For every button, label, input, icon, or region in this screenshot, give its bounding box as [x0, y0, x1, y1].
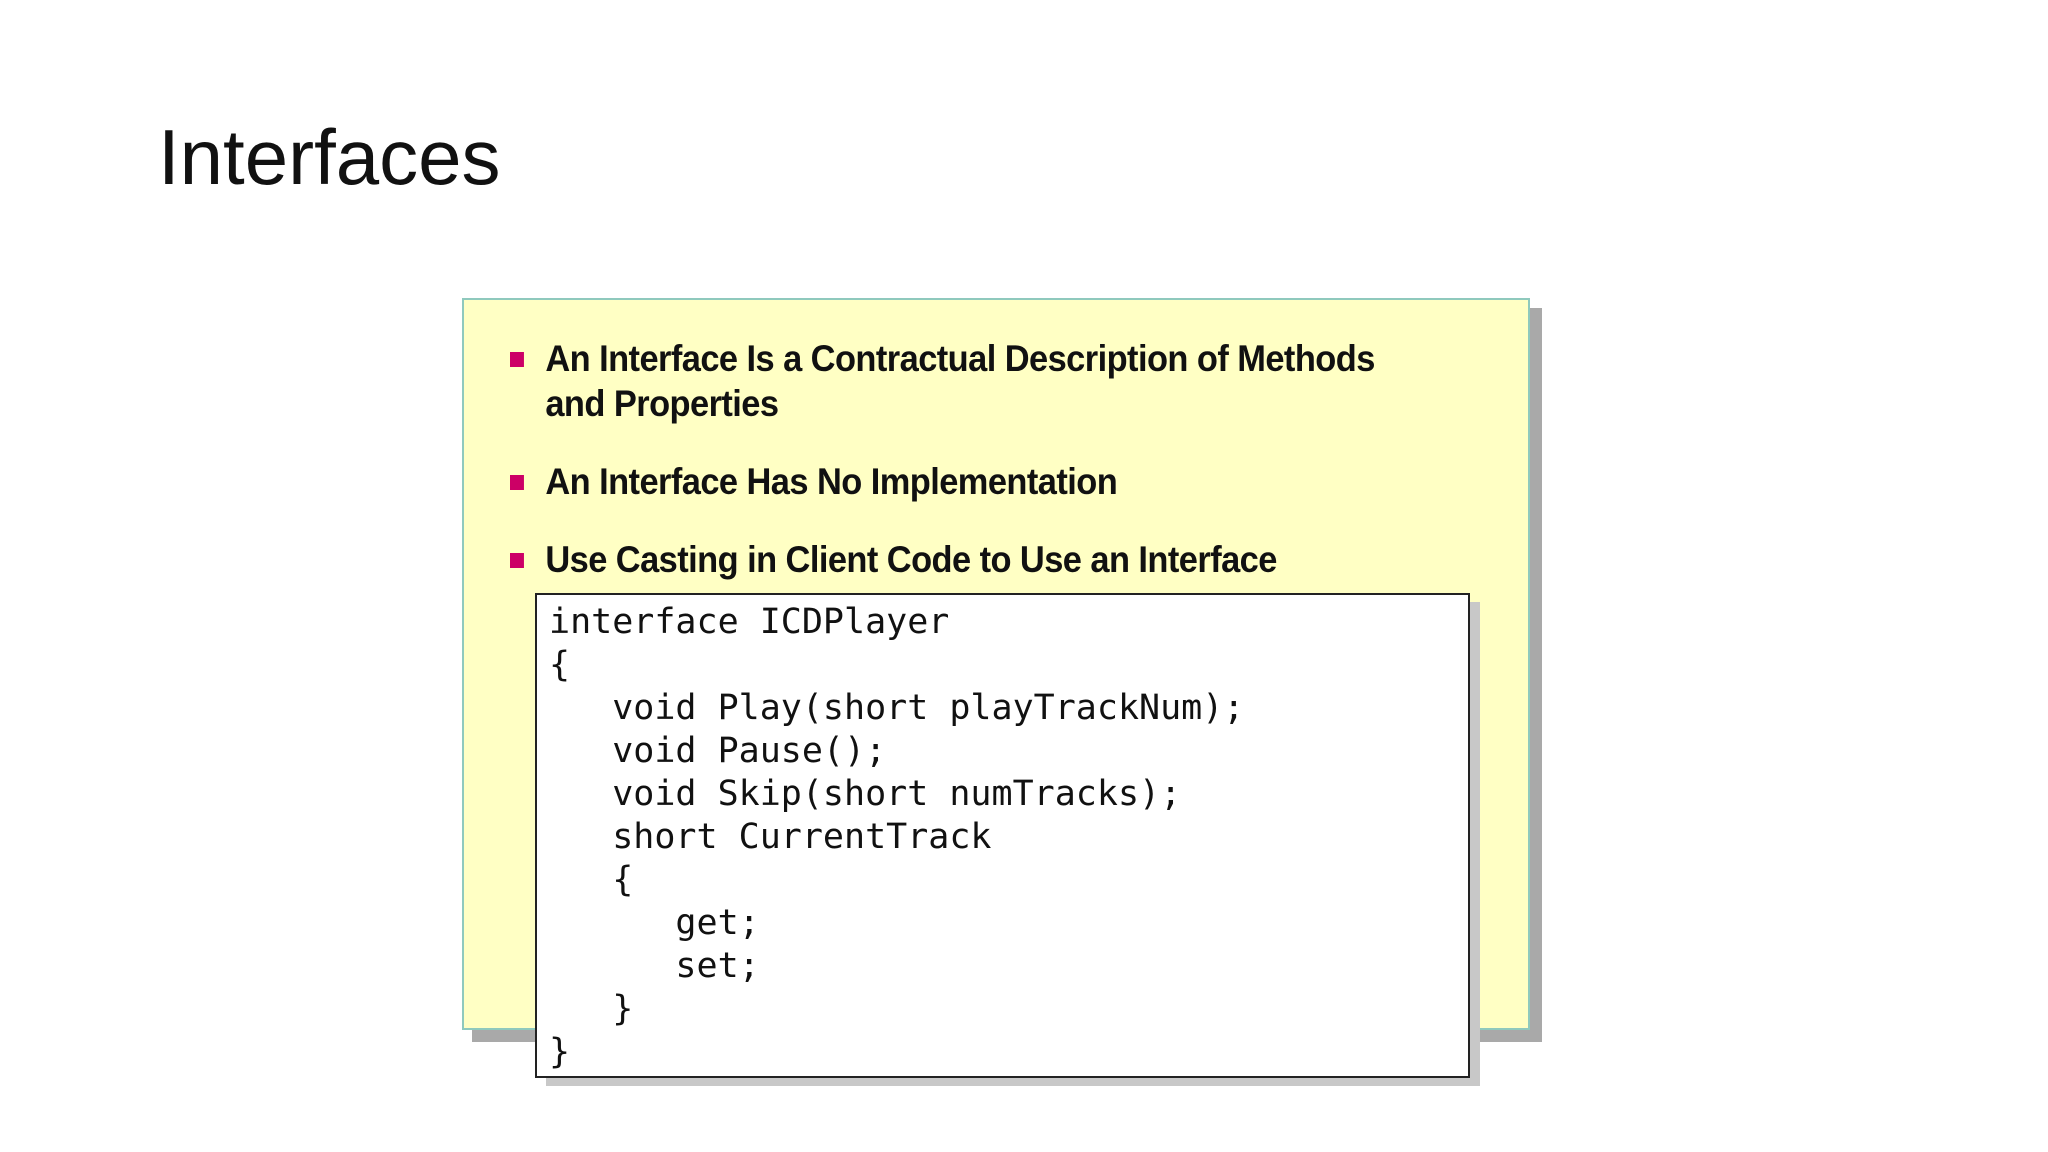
bullet-text: An Interface Is a Contractual Descriptio… [545, 338, 1375, 424]
square-bullet-icon [510, 553, 524, 568]
code-line: short CurrentTrack [549, 817, 992, 857]
code-line: set; [549, 946, 760, 986]
bullet-text: An Interface Has No Implementation [545, 461, 1118, 502]
bullet-text: Use Casting in Client Code to Use an Int… [545, 539, 1277, 580]
square-bullet-icon [510, 475, 524, 490]
code-line: interface ICDPlayer [549, 602, 950, 642]
bullet-item: Use Casting in Client Code to Use an Int… [510, 537, 1403, 582]
code-line: void Skip(short numTracks); [549, 774, 1182, 814]
code-line: void Play(short playTrackNum); [549, 688, 1245, 728]
square-bullet-icon [510, 352, 524, 367]
code-line: { [549, 645, 571, 685]
code-line: { [549, 860, 634, 900]
code-line: } [549, 1032, 571, 1072]
code-line: } [549, 989, 634, 1029]
code-line: void Pause(); [549, 731, 887, 771]
slide-title: Interfaces [158, 113, 501, 201]
bullet-list: An Interface Is a Contractual Descriptio… [510, 336, 1470, 582]
bullet-item: An Interface Is a Contractual Descriptio… [510, 336, 1403, 426]
bullet-item: An Interface Has No Implementation [510, 459, 1403, 504]
code-box [535, 593, 1470, 1078]
code-line: get; [549, 903, 760, 943]
code-listing: interface ICDPlayer{ void Play(short pla… [549, 601, 1244, 1074]
